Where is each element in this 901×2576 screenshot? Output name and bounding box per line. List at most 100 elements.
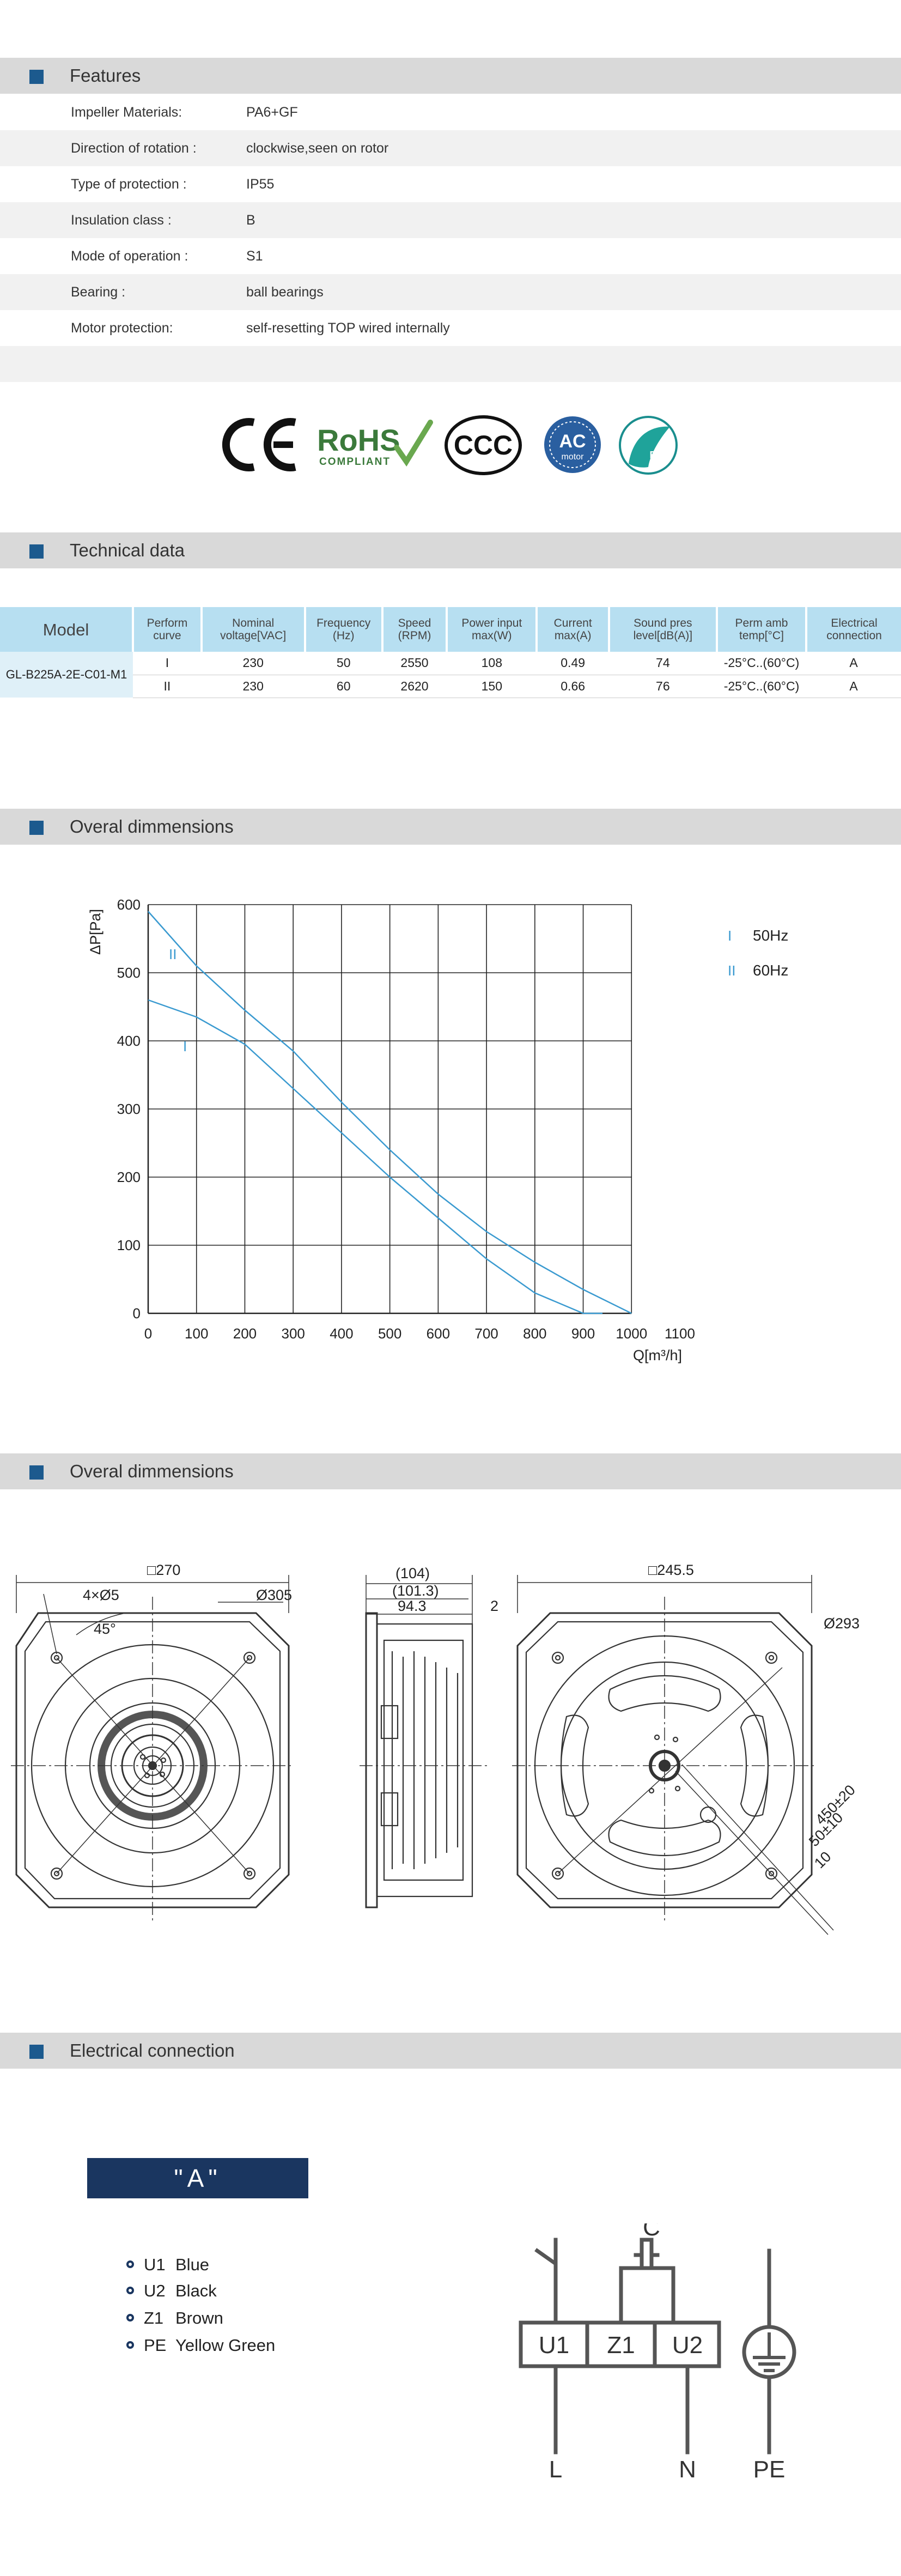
table-header: Model [0,607,133,652]
terminal-u2-label: U2 [672,2332,703,2359]
wire-legend-item: U1 Blue [126,2254,209,2276]
erp-logo: ErP 2015 [619,416,678,475]
y-tick-label: 0 [133,1305,141,1322]
table-cell: II [133,675,202,698]
back-view-drawing [512,1575,834,1935]
table-header: Nominal voltage[VAC] [200,607,305,652]
ccc-text: CCC [454,430,513,460]
wire-color: Brown [175,2308,223,2328]
bullet-icon [126,2260,134,2268]
y-tick-label: 500 [117,965,141,981]
series-line-I [148,999,603,1314]
back-diameter-label: Ø293 [824,1615,860,1632]
y-tick-label: 100 [117,1237,141,1253]
ce-logo: CE [222,418,296,471]
model-cell: GL-B225A-2E-C01-M1 [0,652,133,698]
x-tick-label: 900 [571,1325,595,1342]
curve-title: Overal dimmensions [70,816,234,837]
y-tick-label: 300 [117,1101,141,1117]
table-cell: -25°C..(60°C) [716,652,807,675]
x-tick-label: 1100 [665,1325,695,1342]
feature-row: Insulation class : B [0,202,901,238]
x-axis-label: Q[m³/h] [633,1347,682,1363]
wire-code: PE [144,2336,167,2355]
x-tick-label: 800 [523,1325,546,1342]
rohs-subtext: COMPLIANT [319,456,391,468]
feature-label: Mode of operation : [71,248,188,264]
front-holes-label: 4×Ø5 [83,1587,119,1603]
table-cell: A [806,652,901,675]
feature-row-blank [0,346,901,382]
ccc-logo: CCC [445,415,522,475]
table-header: Sound pres level[dB(A)] [607,607,717,652]
feature-value: S1 [246,248,263,264]
table-cell: 76 [608,675,717,698]
section-marker [29,821,44,835]
feature-row: Mode of operation : S1 [0,238,901,274]
capacitor-label: C [643,2223,660,2241]
feature-value: PA6+GF [246,105,298,120]
feature-row: Bearing : ball bearings [0,274,901,310]
feature-label: Type of protection : [71,177,187,192]
y-tick-label: 600 [117,896,141,913]
section-marker [29,2045,44,2059]
legend-label: 50Hz [753,927,788,944]
wire-color: Blue [175,2255,210,2274]
erp-year: 2015 [651,461,666,469]
x-tick-label: 1000 [616,1325,647,1342]
y-axis-label: ΔP[Pa] [87,909,104,955]
table-cell: 60 [305,675,382,698]
front-diameter-label: Ø305 [256,1587,292,1603]
table-cell: 0.66 [537,675,609,698]
legend-marker: II [728,962,735,979]
side-dim-3: 94.3 [398,1598,427,1614]
dimensions-header: Overal dimmensions [0,1453,901,1489]
legend-label: 60Hz [753,962,788,979]
section-marker [29,1465,44,1480]
table-cell: A [806,675,901,698]
bullet-icon [126,2341,134,2349]
terminal-z1-label: Z1 [607,2332,635,2359]
table-header: Current max(A) [535,607,609,652]
table-cell: 230 [201,652,305,675]
erp-text: ErP [649,450,666,460]
table-cell: I [133,652,202,675]
rohs-text: RoHS [317,423,400,457]
x-tick-label: 200 [233,1325,257,1342]
x-tick-label: 500 [378,1325,401,1342]
feature-value: ball bearings [246,284,324,300]
ac-subtext: motor [562,452,585,462]
line-n-label: N [679,2456,696,2483]
wire-code: U1 [144,2255,166,2274]
checkmark-icon [394,420,433,467]
wire-color: Black [175,2281,217,2300]
line-pe-label: PE [753,2456,786,2483]
electrical-header: Electrical connection [0,2033,901,2069]
chart-grid [147,904,632,1314]
feature-value: IP55 [246,177,275,192]
bullet-icon [126,2313,134,2322]
table-row: II 230 60 2620 150 0.66 76 -25°C..(60°C)… [0,675,901,698]
terminal-u1-label: U1 [539,2332,569,2359]
side-view-drawing [360,1575,490,1908]
wire-legend-item: PE Yellow Green [126,2335,275,2356]
rohs-logo: RoHS COMPLIANT [317,420,433,468]
series-line-II [148,911,632,1314]
legend-marker: I [728,928,732,944]
technical-data-table: Model Perform curve Nominal voltage[VAC]… [0,607,901,698]
dimensions-title: Overal dimmensions [70,1461,234,1481]
curve-header: Overal dimmensions [0,809,901,845]
feature-label: Direction of rotation : [71,141,197,156]
wire-color: Yellow Green [175,2336,276,2355]
x-tick-label: 300 [281,1325,305,1342]
y-tick-label: 200 [117,1169,141,1185]
bullet-icon [126,2286,134,2294]
x-tick-label: 0 [144,1325,152,1342]
table-header: Electrical connection [805,607,901,652]
feature-label: Insulation class : [71,213,172,228]
